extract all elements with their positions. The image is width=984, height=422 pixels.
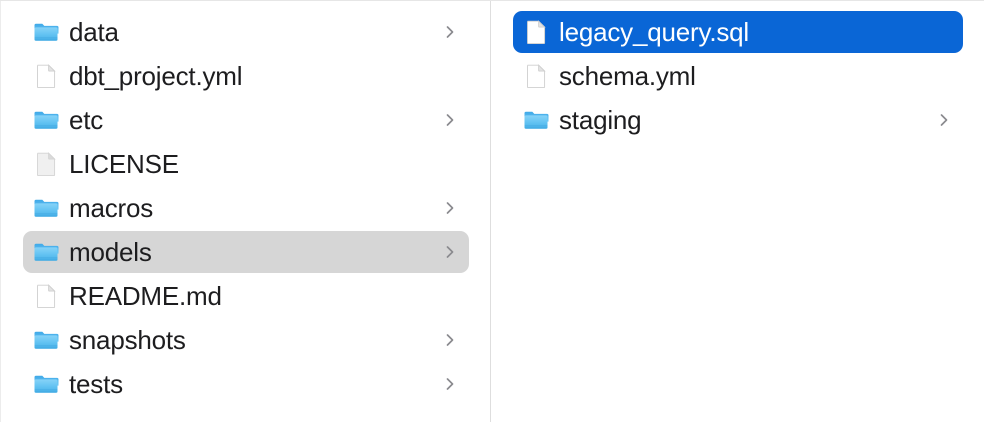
chevron-right-icon[interactable] xyxy=(443,330,457,350)
folder-icon xyxy=(33,107,59,133)
chevron-right-icon[interactable] xyxy=(443,198,457,218)
item-label: etc xyxy=(69,105,104,135)
folder-row[interactable]: staging xyxy=(513,99,963,141)
document-icon xyxy=(523,63,549,89)
item-label: legacy_query.sql xyxy=(559,17,749,47)
folder-icon xyxy=(33,239,59,265)
folder-row[interactable]: macros xyxy=(23,187,469,229)
file-row[interactable]: dbt_project.yml xyxy=(23,55,469,97)
item-label: models xyxy=(69,237,152,267)
file-row[interactable]: LICENSE xyxy=(23,143,469,185)
file-row[interactable]: README.md xyxy=(23,275,469,317)
item-label: schema.yml xyxy=(559,61,696,91)
folder-icon xyxy=(33,19,59,45)
item-label: dbt_project.yml xyxy=(69,61,243,91)
file-list-child: legacy_query.sql schema.yml staging xyxy=(491,1,984,141)
item-label: data xyxy=(69,17,119,47)
folder-row[interactable]: snapshots xyxy=(23,319,469,361)
folder-row[interactable]: models xyxy=(23,231,469,273)
document-icon xyxy=(33,63,59,89)
folder-icon xyxy=(33,371,59,397)
item-label: tests xyxy=(69,369,123,399)
item-label: staging xyxy=(559,105,642,135)
folder-row[interactable]: tests xyxy=(23,363,469,405)
chevron-right-icon[interactable] xyxy=(937,110,951,130)
generic-file-icon xyxy=(33,151,59,177)
folder-icon xyxy=(33,195,59,221)
document-icon xyxy=(523,19,549,45)
chevron-right-icon[interactable] xyxy=(443,374,457,394)
folder-icon xyxy=(523,107,549,133)
item-label: macros xyxy=(69,193,154,223)
folder-row[interactable]: etc xyxy=(23,99,469,141)
item-label: snapshots xyxy=(69,325,186,355)
file-row[interactable]: schema.yml xyxy=(513,55,963,97)
folder-icon xyxy=(33,327,59,353)
file-browser-column-child[interactable]: legacy_query.sql schema.yml staging xyxy=(491,1,984,422)
document-icon xyxy=(33,283,59,309)
file-row[interactable]: legacy_query.sql xyxy=(513,11,963,53)
chevron-right-icon[interactable] xyxy=(443,22,457,42)
folder-row[interactable]: data xyxy=(23,11,469,53)
item-label: README.md xyxy=(69,281,222,311)
chevron-right-icon[interactable] xyxy=(443,242,457,262)
chevron-right-icon[interactable] xyxy=(443,110,457,130)
item-label: LICENSE xyxy=(69,149,179,179)
